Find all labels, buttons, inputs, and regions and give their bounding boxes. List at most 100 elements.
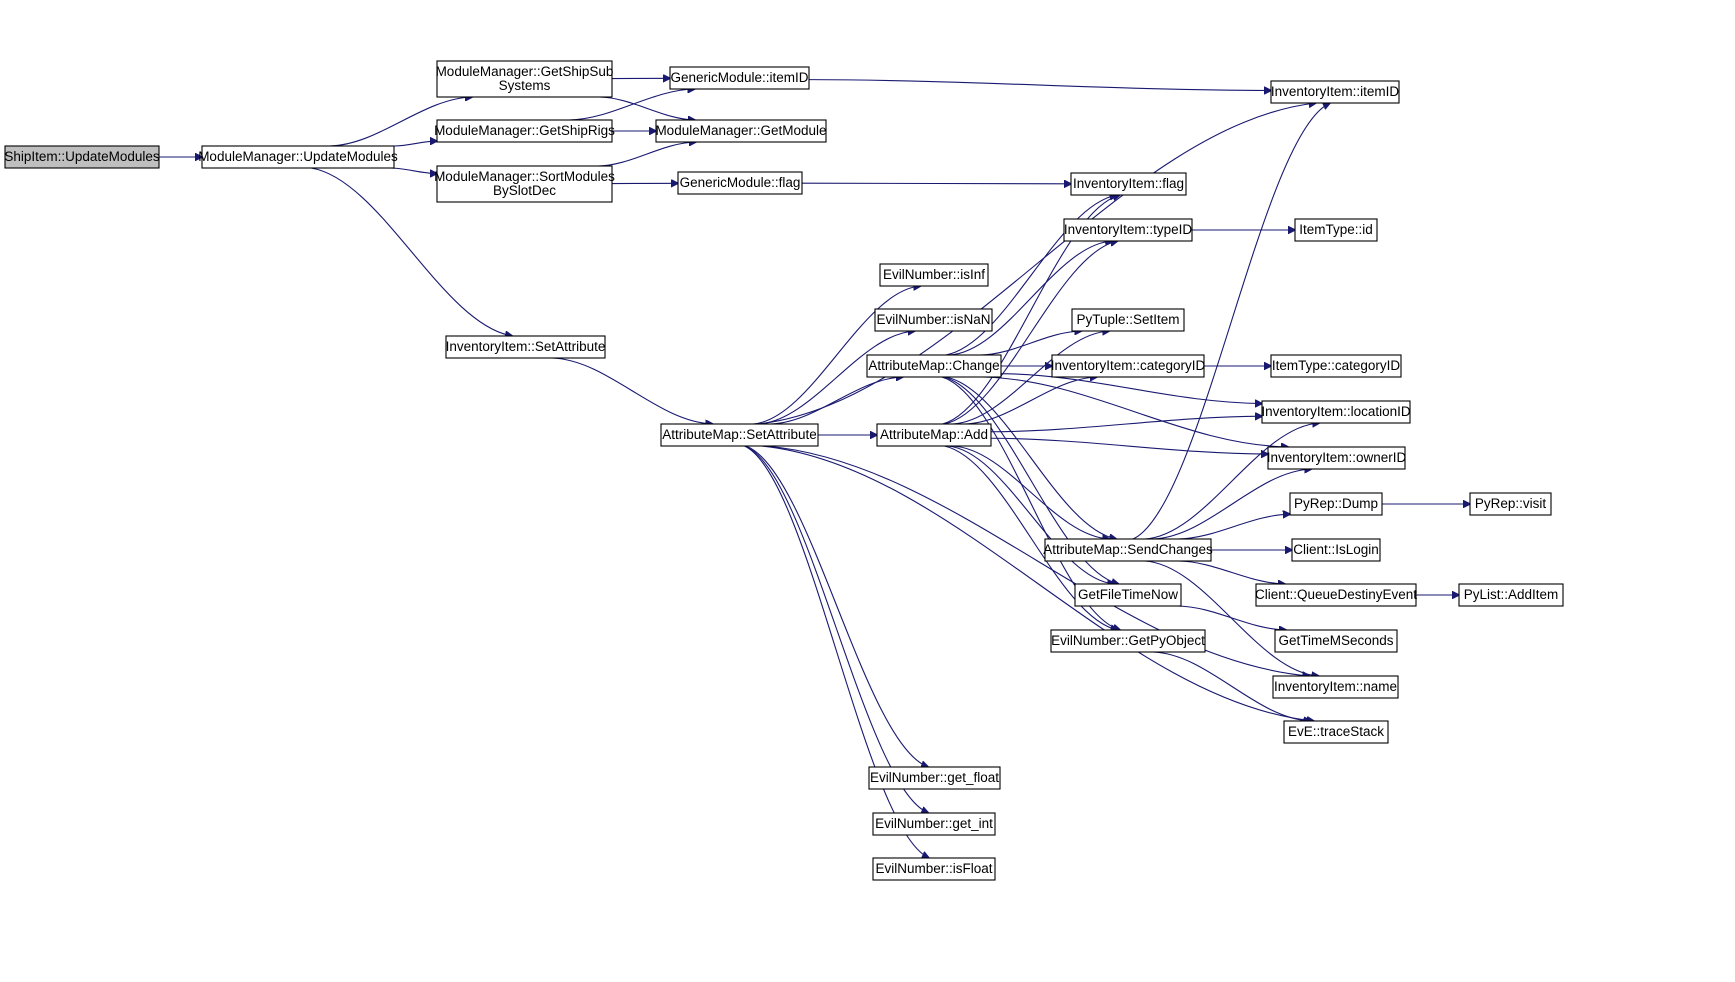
edge-n13-to-n19 <box>952 331 1110 425</box>
graph-node[interactable]: EvilNumber::isNaN <box>874 308 993 332</box>
node-box <box>445 335 606 359</box>
graph-node[interactable]: PyList::AddItem <box>1458 583 1564 607</box>
node-box <box>1261 400 1411 424</box>
graph-node[interactable]: PyRep::visit <box>1469 492 1552 516</box>
node-box <box>1469 492 1552 516</box>
graph-node[interactable]: ItemType::id <box>1294 218 1378 242</box>
graph-node[interactable]: EvilNumber::get_int <box>872 812 996 836</box>
edge-n1-to-n4 <box>390 167 437 174</box>
edge-n21-to-n33 <box>1144 560 1319 676</box>
node-label: EvilNumber::get_float <box>870 770 999 785</box>
edge-n1-to-n5 <box>311 167 512 336</box>
graph-node[interactable]: ModuleManager::UpdateModules <box>198 145 398 169</box>
graph-node[interactable]: InventoryItem::SetAttribute <box>445 335 606 359</box>
edge-n12-to-n27 <box>1000 373 1262 404</box>
graph-node[interactable]: InventoryItem::flag <box>1070 172 1187 196</box>
graph-node[interactable]: PyTuple::SetItem <box>1071 308 1185 332</box>
node-label: ItemType::categoryID <box>1272 358 1401 373</box>
graph-node[interactable]: InventoryItem::locationID <box>1261 400 1411 424</box>
graph-node[interactable]: GetTimeMSeconds <box>1274 629 1398 653</box>
graph-node[interactable]: InventoryItem::typeID <box>1063 218 1193 242</box>
node-box <box>1283 720 1389 744</box>
node-label: PyRep::Dump <box>1294 496 1378 511</box>
graph-node[interactable]: AttributeMap::Change <box>866 354 1002 378</box>
node-box <box>1071 308 1185 332</box>
node-box <box>1289 492 1383 516</box>
graph-node[interactable]: EvilNumber::GetPyObject <box>1050 629 1206 653</box>
node-label: EvE::traceStack <box>1288 724 1384 739</box>
node-label: AttributeMap::Change <box>868 358 999 373</box>
node-box <box>1051 354 1205 378</box>
edge-n9-to-n15 <box>744 445 929 813</box>
graph-node[interactable]: ItemType::categoryID <box>1270 354 1402 378</box>
graph-node[interactable]: ModuleManager::GetShipRigs <box>434 119 615 143</box>
node-box <box>4 145 160 169</box>
edge-n5-to-n9 <box>552 357 713 424</box>
node-box <box>868 766 1001 790</box>
edge-n1-to-n2 <box>329 97 472 147</box>
node-label: BySlotDec <box>493 183 556 198</box>
graph-node[interactable]: AttributeMap::SendChanges <box>1043 538 1213 562</box>
node-label: EvilNumber::isNaN <box>876 312 990 327</box>
node-label: EvilNumber::isFloat <box>875 861 992 876</box>
graph-node[interactable]: EvilNumber::isInf <box>879 263 989 287</box>
graph-node[interactable]: EvE::traceStack <box>1283 720 1389 744</box>
node-box <box>1274 629 1398 653</box>
graph-node[interactable]: InventoryItem::itemID <box>1270 80 1400 104</box>
node-label: InventoryItem::name <box>1274 679 1397 694</box>
edge-n12-to-n18 <box>949 241 1113 356</box>
edge-n4-to-n7 <box>598 142 696 167</box>
edge-n2-to-n7 <box>599 96 695 120</box>
edge-n22-to-n32 <box>1177 605 1287 630</box>
edge-n21-to-n29 <box>1177 514 1290 540</box>
node-box <box>436 60 613 98</box>
edge-n13-to-n20 <box>964 377 1097 425</box>
graph-node[interactable]: GenericModule::itemID <box>669 66 810 90</box>
graph-node[interactable]: InventoryItem::categoryID <box>1051 354 1206 378</box>
graph-node[interactable]: GetFileTimeNow <box>1074 583 1182 607</box>
edge-n12-to-n23 <box>941 376 1120 630</box>
graph-node[interactable]: ModuleManager::GetModule <box>655 119 827 143</box>
graph-node[interactable]: EvilNumber::get_float <box>868 766 1001 790</box>
graph-node[interactable]: ShipItem::UpdateModules <box>4 145 160 169</box>
graph-node[interactable]: Client::QueueDestinyEvent <box>1255 583 1417 607</box>
edge-n9-to-n12 <box>770 377 903 425</box>
node-label: Systems <box>499 78 551 93</box>
node-label: Client::QueueDestinyEvent <box>1255 587 1417 602</box>
graph-node[interactable]: AttributeMap::SetAttribute <box>660 423 819 447</box>
node-box <box>201 145 395 169</box>
node-box <box>655 119 827 143</box>
graph-node[interactable]: PyRep::Dump <box>1289 492 1383 516</box>
edge-n9-to-n16 <box>744 445 929 858</box>
node-box <box>1294 218 1378 242</box>
edge-n13-to-n23 <box>944 445 1117 630</box>
node-box <box>1270 354 1402 378</box>
edge-n3-to-n6 <box>569 89 695 121</box>
edge-n12-to-n22 <box>943 376 1118 584</box>
node-label: ModuleManager::GetShipRigs <box>434 123 615 138</box>
graph-node[interactable]: InventoryItem::ownerID <box>1267 446 1407 470</box>
graph-node[interactable]: EvilNumber::isFloat <box>872 857 996 881</box>
node-label: AttributeMap::SetAttribute <box>662 427 817 442</box>
node-label: InventoryItem::locationID <box>1261 404 1411 419</box>
node-label: ItemType::id <box>1299 222 1373 237</box>
graph-node[interactable]: GenericModule::flag <box>677 171 803 195</box>
node-box <box>879 263 989 287</box>
node-label: GenericModule::flag <box>680 175 801 190</box>
graph-node[interactable]: AttributeMap::Add <box>876 423 992 447</box>
node-label: InventoryItem::categoryID <box>1051 358 1206 373</box>
edge-n13-to-n18 <box>944 241 1117 425</box>
edge-n8-to-n17 <box>801 183 1071 184</box>
node-box <box>436 119 613 143</box>
graph-node[interactable]: InventoryItem::name <box>1272 675 1399 699</box>
node-label: InventoryItem::typeID <box>1064 222 1193 237</box>
node-label: ModuleManager::UpdateModules <box>198 149 398 164</box>
node-label: ModuleManager::SortModules <box>434 169 615 184</box>
edge-n9-to-n14 <box>745 445 928 767</box>
node-label: GenericModule::itemID <box>670 70 808 85</box>
graph-node[interactable]: Client::IsLogin <box>1291 538 1381 562</box>
node-label: ModuleManager::GetModule <box>655 123 826 138</box>
node-box <box>1063 218 1193 242</box>
